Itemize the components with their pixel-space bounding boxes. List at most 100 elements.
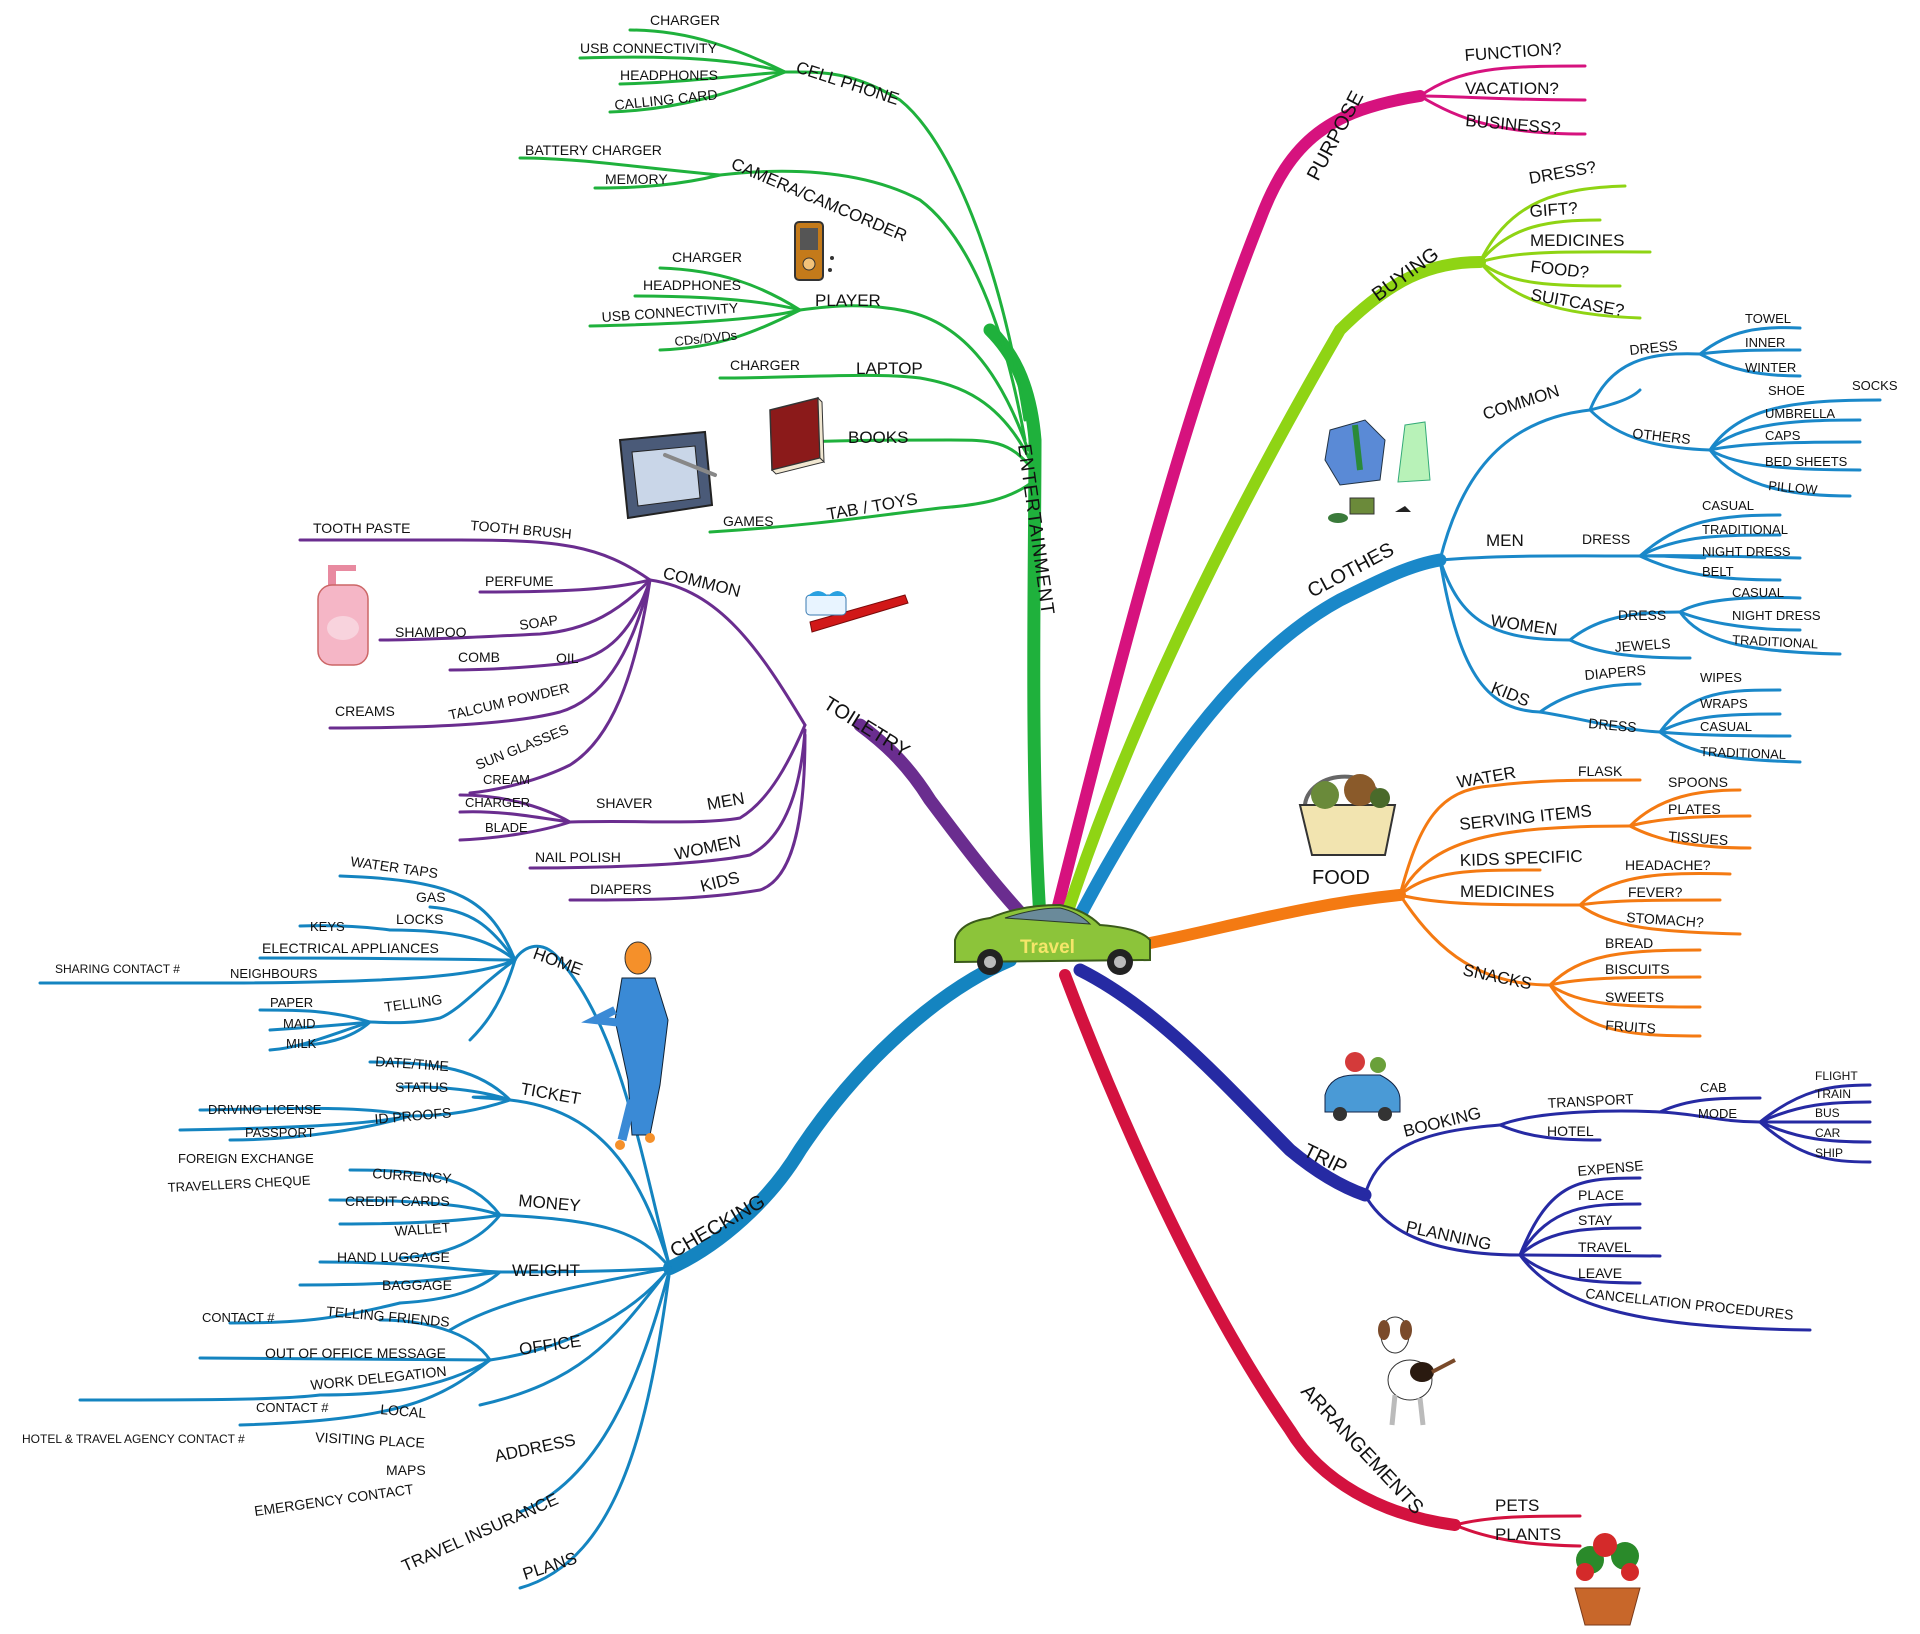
plants-label: PLANTS [1495, 1525, 1561, 1544]
fever-label: FEVER? [1628, 884, 1683, 900]
caps-label: CAPS [1765, 428, 1801, 443]
player-label: PLAYER [815, 291, 881, 310]
weight-label: WEIGHT [512, 1261, 580, 1280]
cds-dvds-label: CDs/DVDs [674, 327, 739, 349]
hotel-label: HOTEL [1547, 1123, 1594, 1139]
contact-label: CONTACT # [202, 1310, 275, 1325]
food-label: FOOD [1312, 867, 1370, 889]
bed-sheets-label: BED SHEETS [1765, 454, 1848, 469]
men-casual-label: CASUAL [1702, 498, 1754, 513]
booking-label: BOOKING [1401, 1103, 1483, 1141]
soap-label: SOAP [518, 612, 559, 633]
checking-group [38, 874, 672, 1590]
expense-label: EXPENSE [1577, 1157, 1644, 1179]
plans-label: PLANS [520, 1549, 579, 1584]
calling-card-label: CALLING CARD [614, 86, 719, 113]
women-traditional-label: TRADITIONAL [1732, 632, 1819, 651]
sun-glasses-label: SUN GLASSES [473, 721, 571, 773]
towel-label: TOWEL [1745, 311, 1791, 326]
pillow-label: PILLOW [1768, 478, 1819, 497]
center-travel-car[interactable]: Travel [954, 903, 1151, 975]
creams-label: CREAMS [335, 703, 395, 719]
toiletry-labels: COMMON TOOTH BRUSH TOOTH PASTE PERFUME S… [313, 517, 913, 897]
keys-label: KEYS [310, 919, 345, 934]
clothes-women-label: WOMEN [1489, 611, 1558, 639]
bread-label: BREAD [1605, 935, 1653, 951]
electrical-appliances-label: ELECTRICAL APPLIANCES [262, 940, 439, 956]
baggage-label: BAGGAGE [382, 1277, 452, 1293]
men-traditional-label: TRADITIONAL [1702, 522, 1788, 537]
toothbrush-icon [805, 591, 909, 633]
branch-buying-line [1059, 256, 1486, 926]
kids-casual-label: CASUAL [1700, 719, 1752, 734]
passport-label: PASSPORT [245, 1125, 315, 1140]
cancellation-label: CANCELLATION PROCEDURES [1585, 1285, 1795, 1323]
branch-food-line [1134, 889, 1406, 951]
men-dress-label: DRESS [1582, 531, 1630, 547]
snacks-label: SNACKS [1461, 960, 1533, 993]
clothes-icon [1324, 419, 1431, 523]
out-of-office-label: OUT OF OFFICE MESSAGE [265, 1345, 446, 1361]
perfume-label: PERFUME [485, 573, 553, 589]
branch-toiletry-line [853, 718, 1032, 925]
toiletry-common-label: COMMON [661, 563, 743, 601]
kids-dress-label: DRESS [1588, 715, 1637, 735]
date-time-label: DATE/TIME [375, 1053, 450, 1074]
address-label: ADDRESS [493, 1430, 577, 1466]
toiletry-men-label: MEN [705, 789, 746, 814]
vacation-label: VACATION? [1465, 79, 1559, 98]
clothes-dress-label: DRESS [1629, 337, 1679, 358]
charger-label: CHARGER [650, 12, 720, 28]
suitcase-label: SUITCASE? [1529, 285, 1625, 320]
games-label: GAMES [723, 513, 774, 529]
branch-clothes-line [1068, 553, 1447, 932]
milk-label: MILK [286, 1036, 317, 1051]
others-label: OTHERS [1632, 425, 1692, 447]
visiting-place-label: VISITING PLACE [315, 1429, 425, 1451]
car-label: CAR [1815, 1126, 1841, 1140]
kids-traditional-label: TRADITIONAL [1700, 744, 1786, 762]
emergency-contact-label: EMERGENCY CONTACT [253, 1481, 415, 1519]
food-basket-icon [1298, 774, 1397, 856]
person-icon [581, 941, 669, 1150]
clothes-labels: COMMON DRESS TOWEL INNER WINTER OTHERS S… [1304, 311, 1898, 762]
tooth-brush-label: TOOTH BRUSH [470, 517, 573, 542]
belt-label: BELT [1702, 564, 1734, 579]
telling-label: TELLING [383, 991, 443, 1015]
flower-pot-icon [1574, 1533, 1641, 1626]
tooth-paste-label: TOOTH PASTE [313, 520, 411, 536]
cell-phone-label: CELL PHONE [794, 58, 902, 109]
stay-label: STAY [1578, 1212, 1613, 1228]
buying-dress-label: DRESS? [1527, 157, 1597, 188]
comb-label: COMB [458, 649, 500, 665]
hand-luggage-label: HAND LUGGAGE [337, 1249, 450, 1265]
cab-label: CAB [1700, 1080, 1727, 1095]
maid-label: MAID [283, 1016, 316, 1031]
spoons-label: SPOONS [1668, 774, 1728, 790]
branch-purpose-line [1049, 90, 1426, 924]
center-label: Travel [1020, 937, 1075, 958]
purpose-group [1418, 64, 1587, 136]
wallet-label: WALLET [394, 1219, 451, 1239]
food-medicines-label: MEDICINES [1460, 882, 1554, 901]
usb-connectivity-label: USB CONNECTIVITY [580, 40, 718, 56]
wraps-label: WRAPS [1700, 696, 1748, 711]
fruits-label: FRUITS [1605, 1017, 1657, 1036]
home-label: HOME [531, 944, 585, 979]
clothes-group [1438, 326, 1882, 764]
biscuits-label: BISCUITS [1605, 961, 1670, 977]
shaver-blade-label: BLADE [485, 820, 528, 835]
currency-label: CURRENCY [372, 1165, 453, 1187]
inner-label: INNER [1745, 335, 1785, 350]
foreign-exchange-label: FOREIGN EXCHANGE [178, 1151, 314, 1166]
stomach-label: STOMACH? [1626, 909, 1705, 930]
book-icon [769, 396, 825, 475]
shaver-label: SHAVER [596, 795, 653, 811]
paper-label: PAPER [270, 995, 313, 1010]
entertainment-label: ENTERTAINMENT [1013, 443, 1058, 617]
women-casual-label: CASUAL [1732, 585, 1784, 600]
food-group [1398, 778, 1752, 1038]
toiletry-group [298, 538, 807, 902]
maps-label: MAPS [386, 1462, 426, 1478]
